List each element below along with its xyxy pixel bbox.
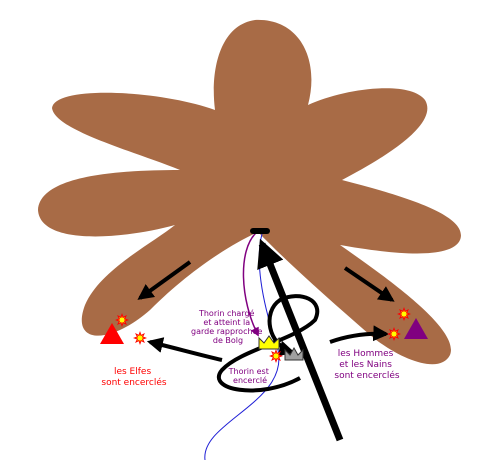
arrow-to-elves-top (137, 260, 192, 300)
men-dwarves-encircled-label: les Hommes et les Nains sont encerclés (334, 349, 400, 381)
triangle-men-dwarves-icon (404, 318, 428, 339)
elves-encircled-label: les Elfes sont encerclés (101, 367, 167, 388)
triangle-elves-icon (100, 323, 124, 344)
crown-bolg-icon (284, 346, 304, 361)
lonely-mountain (38, 19, 461, 365)
explosion-icon (133, 331, 147, 345)
arrow-to-elves-right (146, 337, 223, 362)
arrow-to-men-top (343, 266, 395, 302)
arrow-to-men-left (329, 325, 390, 344)
encirclement-loop-arrow (217, 294, 320, 393)
thorin-charge-path (242, 232, 259, 337)
explosion-icon (269, 349, 283, 363)
explosion-inner-shape (390, 330, 398, 338)
explosion-inner-shape (118, 316, 126, 324)
explosion-icon (397, 307, 411, 321)
explosion-inner-shape (136, 334, 144, 342)
explosion-icon (387, 327, 401, 341)
thorin-charge-label: Thorin chargé et atteint la garde rappro… (191, 308, 265, 345)
explosion-inner-shape (400, 310, 408, 318)
explosion-icon (115, 313, 129, 327)
mountain-gate (250, 228, 270, 234)
thorin-encircled-label: Thorin est encerclé (228, 367, 272, 385)
explosion-inner-shape (272, 352, 280, 360)
crown-thorin-icon (258, 335, 280, 350)
main-advance-arrow (257, 238, 344, 442)
